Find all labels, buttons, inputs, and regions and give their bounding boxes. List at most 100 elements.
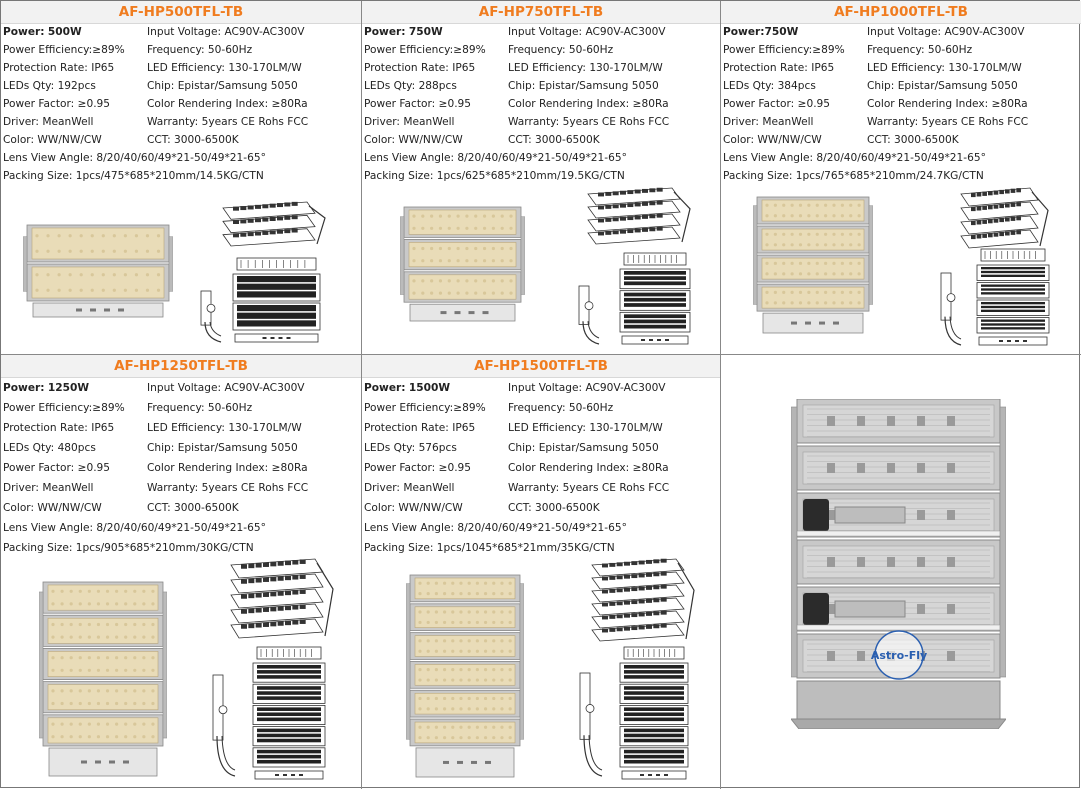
led-efficiency-spec: LED Efficiency: 130-170LM/W — [867, 62, 1022, 74]
front-light-icon — [406, 574, 524, 778]
protection-spec: Protection Rate: IP65 — [3, 422, 115, 434]
power-efficiency-spec: Power Efficiency:≥89% — [3, 44, 125, 56]
frequency-spec: Frequency: 50-60Hz — [508, 402, 614, 414]
lens-spec: Lens View Angle: 8/20/40/60/49*21-50/49*… — [723, 152, 986, 164]
lens-spec: Lens View Angle: 8/20/40/60/49*21-50/49*… — [3, 152, 266, 164]
spec-row: Packing Size: 1pcs/765*685*210mm/24.7KG/… — [721, 170, 1081, 188]
spec-row: Power Factor: ≥0.95 Color Rendering Index… — [362, 462, 720, 482]
power-value: 1250W — [47, 382, 90, 394]
product-title: AF-HP1250TFL-TB — [1, 355, 361, 378]
leds-qty-spec: LEDs Qty: 480pcs — [3, 442, 96, 454]
spec-row: Packing Size: 1pcs/625*685*210mm/19.5KG/… — [362, 170, 720, 188]
power-efficiency-spec: Power Efficiency:≥89% — [723, 44, 845, 56]
power-spec: Power:750W — [723, 26, 798, 38]
protection-spec: Protection Rate: IP65 — [723, 62, 835, 74]
spec-row: LEDs Qty: 480pcs Chip: Epistar/Samsung 50… — [1, 442, 361, 462]
angled-view-drawing-icon — [222, 201, 326, 247]
side-view-drawing-icon — [940, 272, 962, 346]
lens-spec: Lens View Angle: 8/20/40/60/49*21-50/49*… — [364, 152, 627, 164]
power-efficiency-spec: Power Efficiency:≥89% — [364, 402, 486, 414]
driver-spec: Driver: MeanWell — [723, 116, 814, 128]
angled-view-drawing-icon — [591, 558, 695, 642]
cri-spec: Color Rendering Index: ≥80Ra — [867, 98, 1028, 110]
angled-view-drawing-icon — [960, 187, 1049, 249]
input-voltage-spec: Input Voltage: AC90V-AC300V — [147, 26, 305, 38]
spec-row: Protection Rate: IP65 LED Efficiency: 130… — [721, 62, 1081, 80]
packing-spec: Packing Size: 1pcs/905*685*210mm/30KG/CT… — [3, 542, 254, 554]
product-title: AF-HP750TFL-TB — [362, 1, 720, 24]
power-spec: Power: 750W — [364, 26, 443, 38]
power-spec: Power: 1250W — [3, 382, 89, 394]
back-view-drawing-icon — [976, 248, 1050, 346]
color-spec: Color: WW/NW/CW — [3, 134, 102, 146]
driver-spec: Driver: MeanWell — [3, 482, 94, 494]
angled-view-drawing-icon — [587, 187, 691, 245]
packing-spec: Packing Size: 1pcs/475*685*210mm/14.5KG/… — [3, 170, 264, 182]
product-title: AF-HP1000TFL-TB — [721, 1, 1081, 24]
side-view-drawing-icon — [578, 285, 600, 345]
spec-row: Lens View Angle: 8/20/40/60/49*21-50/49*… — [362, 152, 720, 170]
spec-row: Packing Size: 1pcs/475*685*210mm/14.5KG/… — [1, 170, 361, 188]
cct-spec: CCT: 3000-6500K — [508, 134, 600, 146]
cct-spec: CCT: 3000-6500K — [867, 134, 959, 146]
spec-row: Lens View Angle: 8/20/40/60/49*21-50/49*… — [1, 152, 361, 170]
color-spec: Color: WW/NW/CW — [364, 502, 463, 514]
cri-spec: Color Rendering Index: ≥80Ra — [508, 462, 669, 474]
chip-spec: Chip: Epistar/Samsung 5050 — [508, 80, 659, 92]
spec-row: Power Efficiency:≥89%Frequency: 50-60Hz — [362, 44, 720, 62]
power-factor-spec: Power Factor: ≥0.95 — [723, 98, 831, 110]
frequency-spec: Frequency: 50-60Hz — [508, 44, 614, 56]
power-value: 500W — [47, 26, 82, 38]
back-view-drawing-icon — [252, 646, 326, 780]
spec-row: Color: WW/NW/CW CCT: 3000-6500K — [1, 502, 361, 522]
spec-row: Power Efficiency:≥89%Frequency: 50-60Hz — [1, 402, 361, 422]
angled-view-drawing-icon — [230, 558, 334, 639]
spec-row: Lens View Angle: 8/20/40/60/49*21-50/49*… — [721, 152, 1081, 170]
back-photo-icon: Astro-Fly — [791, 399, 1006, 729]
cri-spec: Color Rendering Index: ≥80Ra — [147, 462, 308, 474]
cri-spec: Color Rendering Index: ≥80Ra — [147, 98, 308, 110]
spec-row: Power Efficiency:≥89% Frequency: 50-60Hz — [721, 44, 1081, 62]
spec-row: Power Efficiency:≥89%Frequency: 50-60Hz — [1, 44, 361, 62]
chip-spec: Chip: Epistar/Samsung 5050 — [508, 442, 659, 454]
cri-spec: Color Rendering Index: ≥80Ra — [508, 98, 669, 110]
color-spec: Color: WW/NW/CW — [723, 134, 822, 146]
chip-spec: Chip: Epistar/Samsung 5050 — [147, 442, 298, 454]
side-view-drawing-icon — [212, 674, 236, 777]
spec-row: LEDs Qty: 288pcs Chip: Epistar/Samsung 50… — [362, 80, 720, 98]
leds-qty-spec: LEDs Qty: 288pcs — [364, 80, 457, 92]
spec-row: Lens View Angle: 8/20/40/60/49*21-50/49*… — [362, 522, 720, 542]
cct-spec: CCT: 3000-6500K — [147, 502, 239, 514]
protection-spec: Protection Rate: IP65 — [364, 62, 476, 74]
power-value: 750W — [408, 26, 443, 38]
power-factor-spec: Power Factor: ≥0.95 — [364, 462, 472, 474]
driver-spec: Driver: MeanWell — [364, 482, 455, 494]
color-spec: Color: WW/NW/CW — [3, 502, 102, 514]
driver-spec: Driver: MeanWell — [364, 116, 455, 128]
frequency-spec: Frequency: 50-60Hz — [147, 402, 253, 414]
frequency-spec: Frequency: 50-60Hz — [867, 44, 973, 56]
packing-spec: Packing Size: 1pcs/625*685*210mm/19.5KG/… — [364, 170, 625, 182]
